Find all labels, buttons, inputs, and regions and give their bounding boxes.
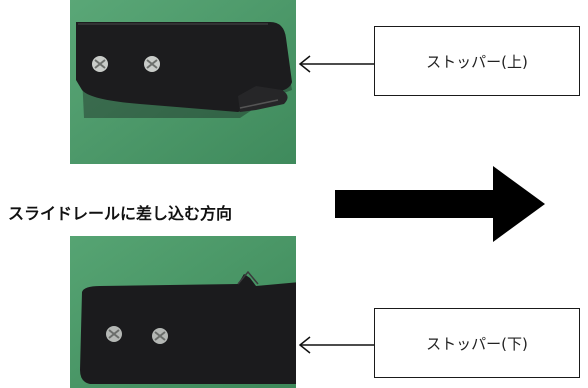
stopper-upper-text: ストッパー(上) — [426, 52, 528, 71]
direction-arrow-icon — [335, 166, 545, 242]
stopper-upper-plate — [76, 22, 292, 112]
insertion-direction-label: スライドレールに差し込む方向 — [8, 204, 233, 223]
stopper-lower-label: ストッパー(下) — [374, 308, 580, 378]
stopper-upper-label: ストッパー(上) — [374, 26, 580, 96]
screw-icon — [152, 328, 168, 344]
screw-icon — [106, 326, 122, 342]
screw-icon — [92, 56, 108, 72]
stopper-lower-photo — [70, 236, 296, 388]
stopper-lower-text: ストッパー(下) — [426, 334, 528, 353]
pointer-arrow-icon — [298, 55, 374, 73]
stopper-upper-photo — [70, 0, 296, 164]
screw-icon — [144, 56, 160, 72]
pointer-arrow-icon — [298, 336, 374, 354]
stopper-lower-plate — [80, 274, 296, 384]
